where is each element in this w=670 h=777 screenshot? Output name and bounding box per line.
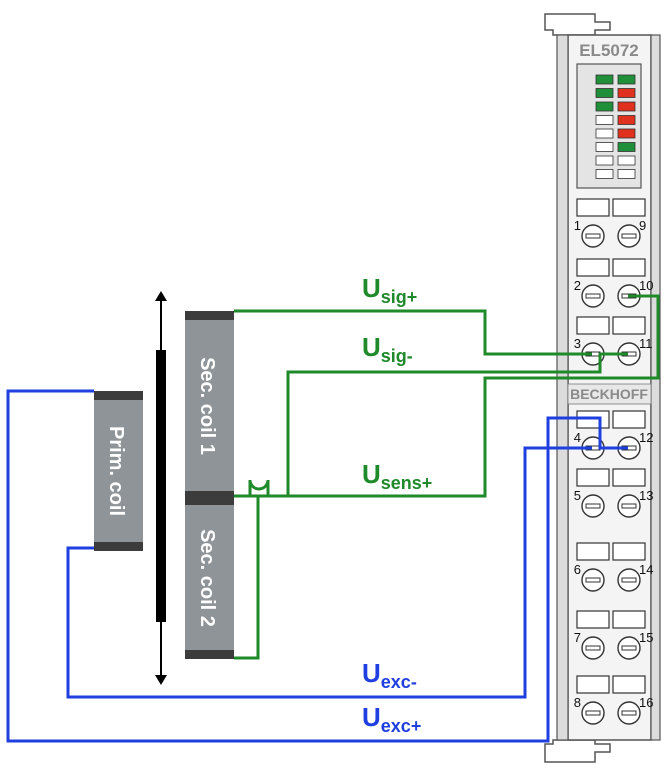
- terminal-label-slot: [612, 258, 646, 277]
- status-led: [595, 115, 614, 125]
- screw-slot: [621, 233, 637, 239]
- status-led: [595, 128, 614, 139]
- status-led: [617, 128, 636, 139]
- status-led: [595, 88, 614, 98]
- terminal-label-slot: [612, 610, 646, 629]
- screw-slot: [621, 645, 637, 651]
- secondary-coil-2: Sec. coil 2: [185, 496, 234, 659]
- led-window: [576, 63, 642, 189]
- terminal-number: 1: [574, 218, 581, 233]
- terminal-number: 13: [639, 488, 653, 503]
- terminal-number: 14: [639, 562, 653, 577]
- screw-slot: [585, 503, 601, 509]
- terminal-left-rail: [556, 34, 569, 741]
- terminal-el5072: EL5072 BECKHOFF 1 9 2 10 3 11 4 12 5 13 6 14 7 15 8 16: [544, 13, 661, 763]
- screw-slot: [585, 710, 601, 716]
- terminal-label-slot: [576, 316, 610, 335]
- terminal-label-slot: [576, 468, 610, 487]
- label-usig-minus: Usig-: [362, 332, 413, 366]
- screw-slot: [621, 710, 637, 716]
- status-led: [617, 74, 636, 85]
- terminal-label-slot: [612, 316, 646, 335]
- label-uexc-minus: Uexc-: [362, 658, 417, 692]
- terminal-number: 15: [639, 630, 653, 645]
- label-uexc-minus-main: U: [362, 658, 381, 688]
- terminal-number: 4: [574, 430, 581, 445]
- terminal-number: 10: [639, 278, 653, 293]
- label-uexc-plus-main: U: [362, 702, 381, 732]
- terminal-label-slot: [576, 198, 610, 217]
- screw-slot: [621, 503, 637, 509]
- terminal-number: 7: [574, 630, 581, 645]
- status-led: [595, 155, 614, 166]
- screw-slot: [621, 577, 637, 583]
- status-led: [595, 142, 614, 152]
- terminal-number: 5: [574, 488, 581, 503]
- label-usig-plus-sub: sig+: [381, 287, 418, 307]
- label-usens-plus-sub: sens+: [381, 473, 433, 493]
- terminal-number: 12: [639, 430, 653, 445]
- label-uexc-plus: Uexc+: [362, 702, 421, 736]
- green-wires: [234, 294, 660, 660]
- terminal-label-slot: [576, 542, 610, 561]
- status-led: [595, 169, 614, 179]
- wire-sec2-return: [234, 496, 260, 660]
- label-usens-plus: Usens+: [362, 459, 432, 493]
- label-uexc-plus-sub: exc+: [381, 716, 422, 736]
- status-led: [595, 101, 614, 112]
- primary-coil: Prim. coil: [94, 391, 143, 551]
- wire-uexc-minus: [66, 446, 592, 699]
- terminal-number: 3: [574, 336, 581, 351]
- terminal-label-slot: [612, 675, 646, 694]
- terminal-label-slot: [612, 542, 646, 561]
- status-led: [617, 155, 636, 166]
- terminal-label-slot: [576, 610, 610, 629]
- terminal-number: 16: [639, 695, 653, 710]
- label-usig-minus-main: U: [362, 332, 381, 362]
- terminal-bottom-clip: [544, 739, 611, 763]
- status-led: [617, 101, 636, 112]
- label-usig-plus-main: U: [362, 273, 381, 303]
- secondary-coil-2-label: Sec. coil 2: [196, 529, 218, 627]
- terminal-contacts: 1 9 2 10 3 11 4 12 5 13 6 14 7 15 8 16: [574, 198, 653, 725]
- secondary-coil-1-label: Sec. coil 1: [196, 357, 218, 455]
- screw-slot: [585, 645, 601, 651]
- secondary-coil-1: Sec. coil 1: [185, 311, 234, 500]
- terminal-label-slot: [612, 468, 646, 487]
- wire-usig-plus: [234, 309, 592, 356]
- blue-wires: [6, 389, 628, 743]
- terminal-label-slot: [612, 410, 646, 429]
- screw-slot: [585, 233, 601, 239]
- brand-strip: [567, 383, 652, 405]
- terminal-top-clip: [544, 13, 611, 36]
- terminal-label-slot: [576, 258, 610, 277]
- terminal-number: 2: [574, 278, 581, 293]
- terminal-number: 8: [574, 695, 581, 710]
- status-led: [617, 88, 636, 98]
- status-led: [595, 74, 614, 85]
- screw-slot: [585, 577, 601, 583]
- status-led: [617, 115, 636, 125]
- label-usens-plus-main: U: [362, 459, 381, 489]
- wire-usens-plus: [234, 294, 660, 498]
- status-led: [617, 142, 636, 152]
- label-usig-plus: Usig+: [362, 273, 417, 307]
- terminal-model-label: EL5072: [579, 41, 639, 60]
- label-usig-minus-sub: sig-: [381, 346, 413, 366]
- terminal-number: 11: [639, 336, 653, 351]
- status-led: [617, 169, 636, 179]
- led-array: [595, 74, 636, 179]
- wire-uexc-plus: [6, 389, 628, 743]
- screw-slot: [585, 293, 601, 299]
- terminal-number: 6: [574, 562, 581, 577]
- terminal-number: 9: [639, 218, 646, 233]
- transformer-core: [156, 350, 166, 622]
- primary-coil-label: Prim. coil: [105, 426, 127, 516]
- terminal-label-slot: [576, 675, 610, 694]
- brand-label: BECKHOFF: [570, 386, 648, 402]
- label-uexc-minus-sub: exc-: [381, 672, 417, 692]
- terminal-label-slot: [612, 198, 646, 217]
